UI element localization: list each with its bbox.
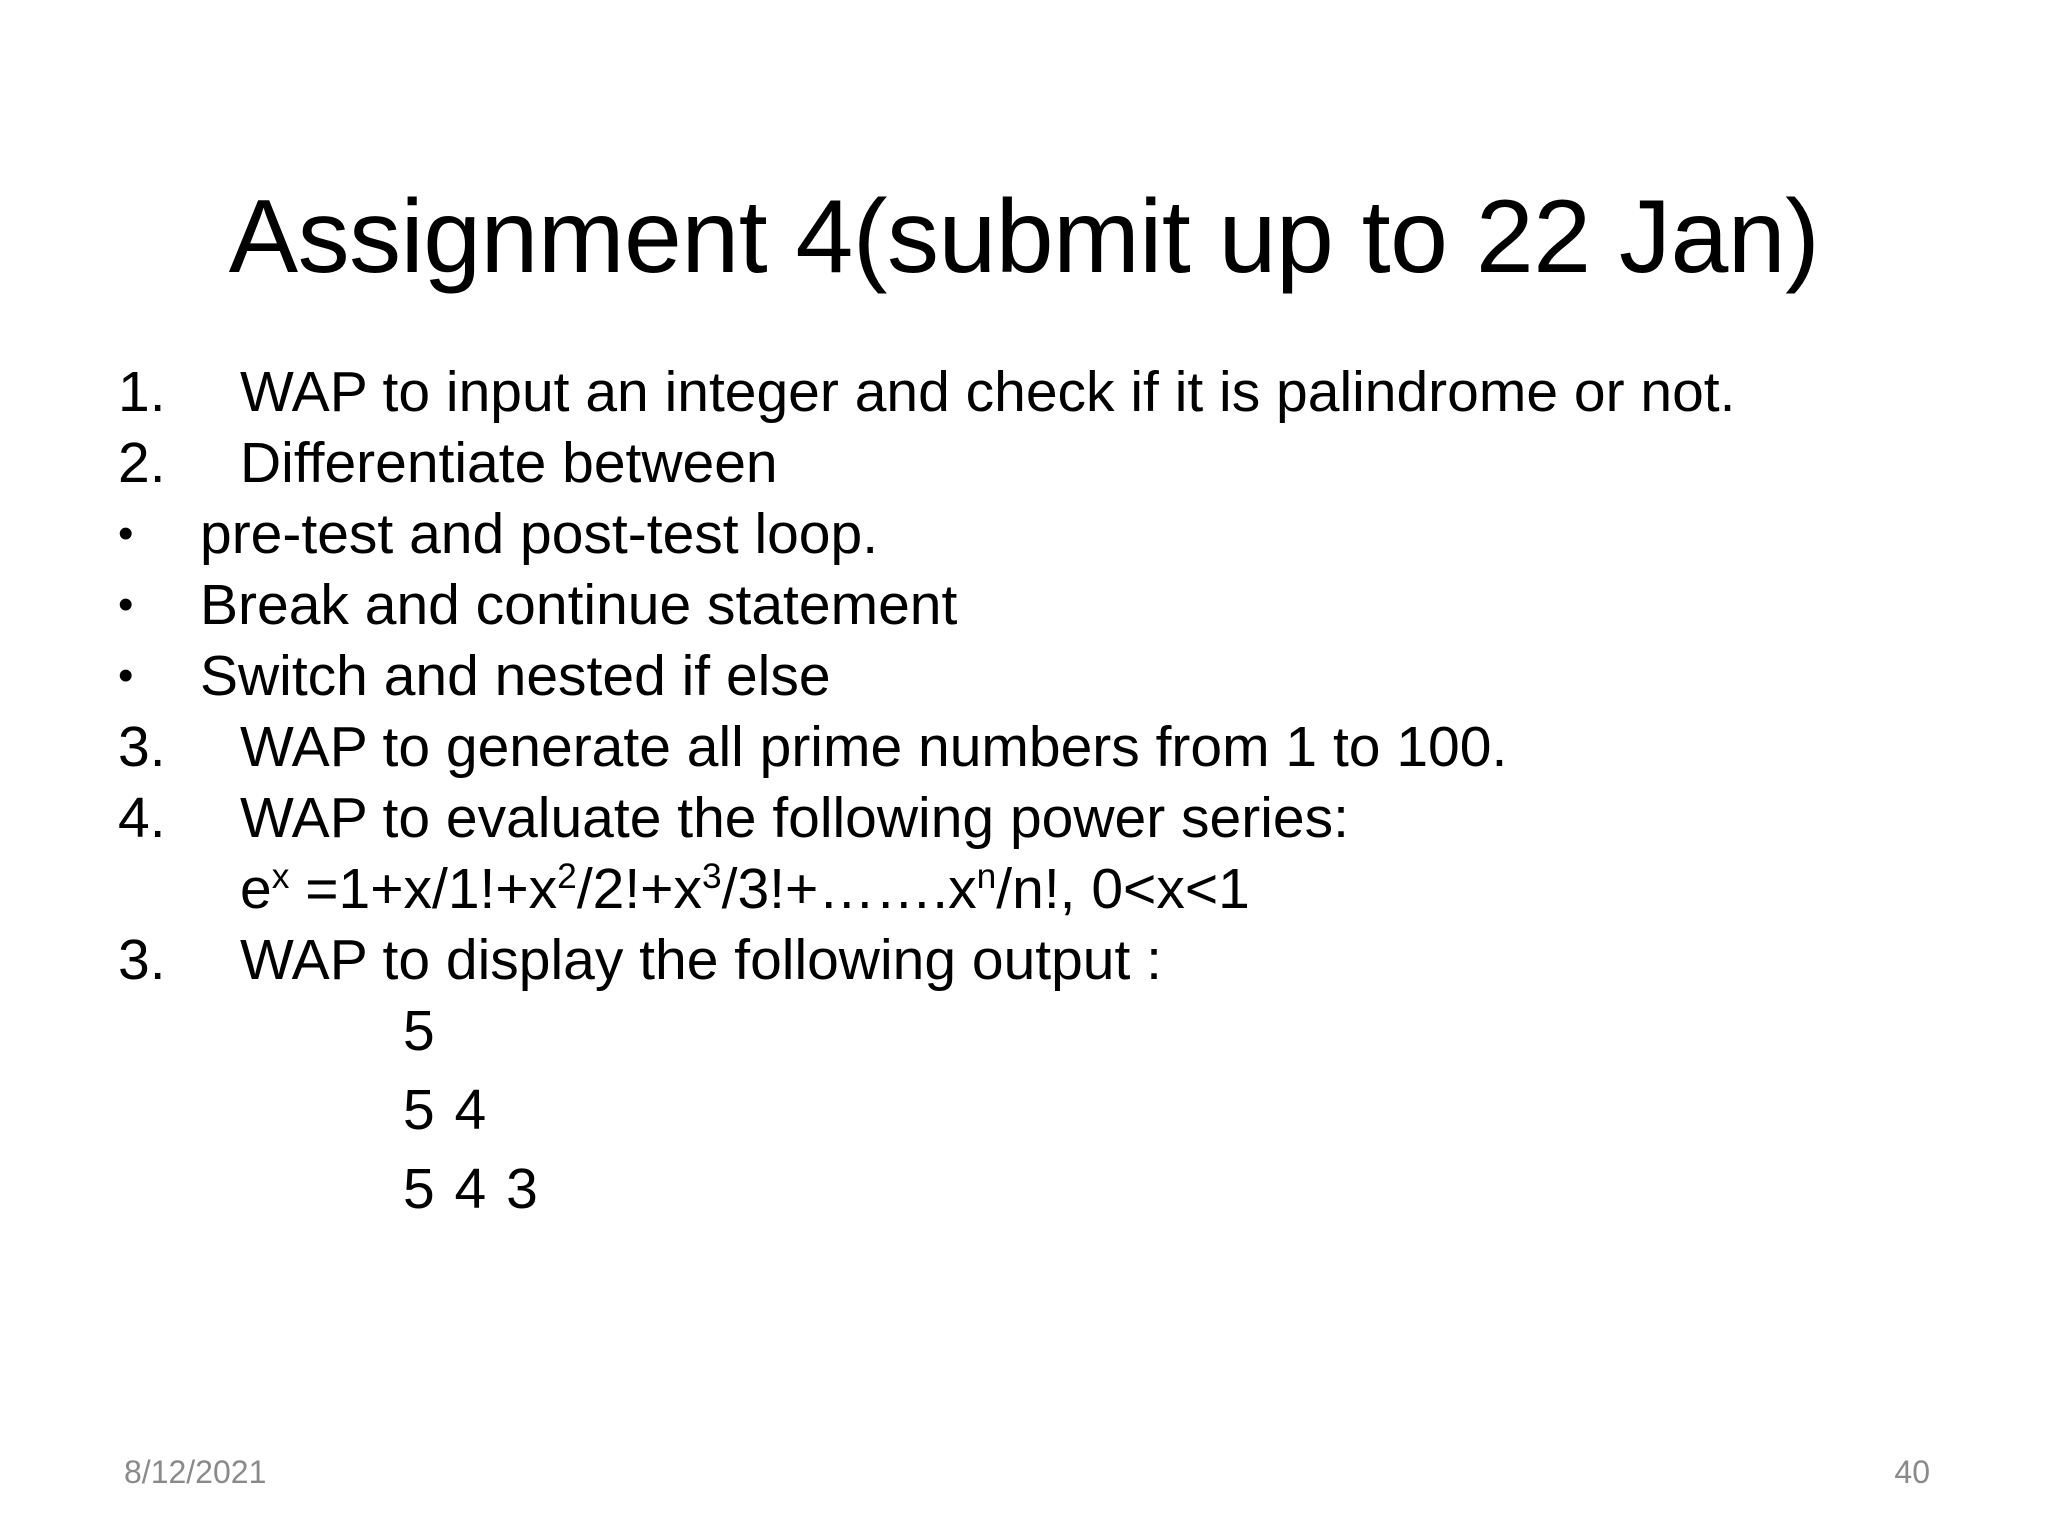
formula-part: /3!+…….x xyxy=(721,857,977,921)
output-pattern-line: 5 4 xyxy=(118,1082,1948,1139)
list-marker: 3. xyxy=(118,715,166,779)
list-item-text: Switch and nested if else xyxy=(200,644,831,708)
list-item: • Break and continue statement xyxy=(118,577,1948,634)
output-pattern-line: 5 xyxy=(118,1003,1948,1060)
output-pattern-text: 5 4 3 xyxy=(403,1157,540,1221)
list-item: • Switch and nested if else xyxy=(118,648,1948,705)
bullet-icon: • xyxy=(118,509,134,558)
slide-footer: 8/12/2021 40 xyxy=(0,1454,2048,1498)
bullet-icon: • xyxy=(118,651,134,700)
list-marker: 2. xyxy=(118,431,166,495)
formula-superscript: n xyxy=(976,857,997,896)
list-marker: 4. xyxy=(118,786,166,850)
list-item: • pre-test and post-test loop. xyxy=(118,506,1948,563)
formula-superscript: x xyxy=(271,857,290,896)
page-title: Assignment 4(submit up to 22 Jan) xyxy=(228,178,1820,295)
output-pattern-text: 5 xyxy=(403,999,437,1063)
list-item: 1. WAP to input an integer and check if … xyxy=(118,364,1948,421)
formula-superscript: 2 xyxy=(557,857,577,896)
list-marker: 1. xyxy=(118,360,166,424)
list-item-text: pre-test and post-test loop. xyxy=(200,502,879,566)
slide-body-content: 1. WAP to input an integer and check if … xyxy=(118,364,1948,1240)
list-item-text: WAP to evaluate the following power seri… xyxy=(240,786,1349,850)
bullet-icon: • xyxy=(118,580,134,629)
list-item: 3. WAP to generate all prime numbers fro… xyxy=(118,719,1948,776)
list-item: 3. WAP to display the following output : xyxy=(118,932,1948,989)
formula-part: =1+x/1!+x xyxy=(289,857,558,921)
power-series-formula: ex =1+x/1!+x2/2!+x3/3!+…….xn/n!, 0<x<1 xyxy=(118,859,1948,918)
list-item: 4. WAP to evaluate the following power s… xyxy=(118,790,1948,847)
output-pattern-text: 5 4 xyxy=(403,1078,489,1142)
formula-superscript: 3 xyxy=(701,857,722,896)
slide-number: 40 xyxy=(1894,1454,1930,1490)
list-item-text: Differentiate between xyxy=(240,431,778,495)
list-item-text: WAP to display the following output : xyxy=(240,928,1163,992)
footer-date: 8/12/2021 xyxy=(124,1454,267,1490)
list-item-text: WAP to input an integer and check if it … xyxy=(240,360,1736,424)
list-item-text: Break and continue statement xyxy=(200,573,958,637)
output-pattern-line: 5 4 3 xyxy=(118,1161,1948,1218)
formula-part: /n!, 0<x<1 xyxy=(996,857,1250,921)
list-item: 2. Differentiate between xyxy=(118,435,1948,492)
formula-text: ex =1+x/1!+x2/2!+x3/3!+…….xn/n!, 0<x<1 xyxy=(240,859,1948,918)
formula-part: e xyxy=(240,857,272,921)
formula-part: /2!+x xyxy=(576,857,702,921)
list-marker: 3. xyxy=(118,928,166,992)
list-item-text: WAP to generate all prime numbers from 1… xyxy=(240,715,1508,779)
